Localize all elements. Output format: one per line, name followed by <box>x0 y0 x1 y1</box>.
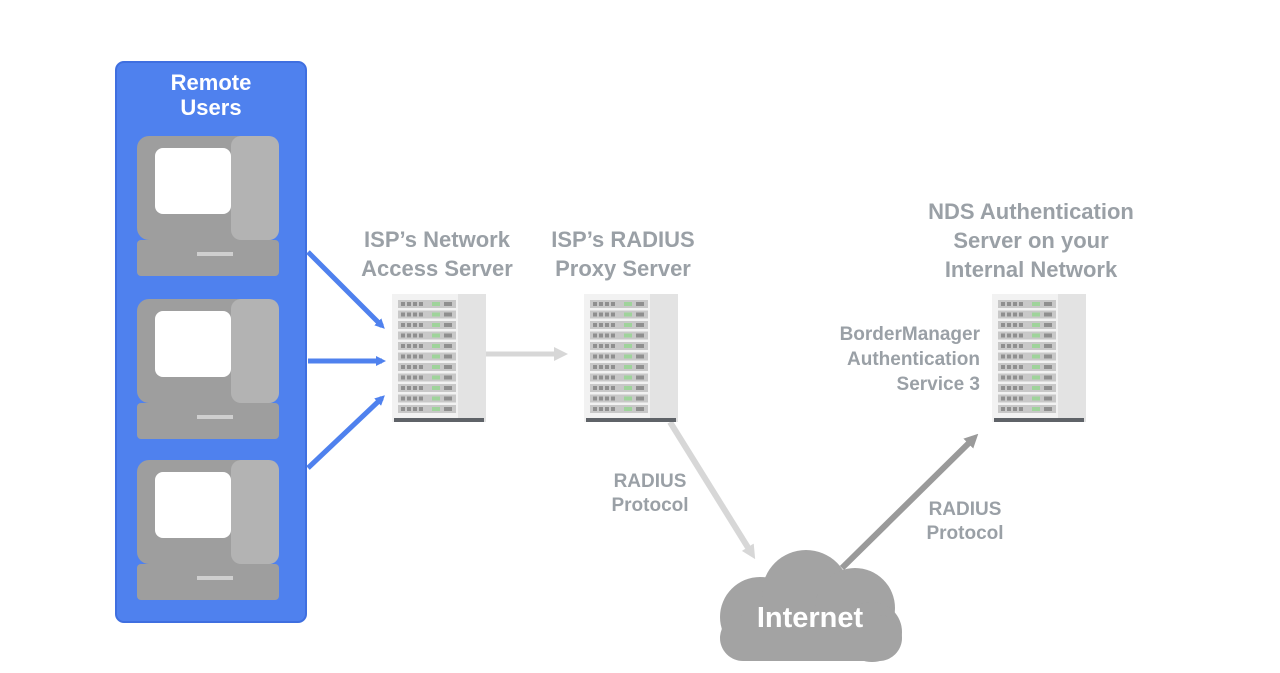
radius-protocol-label: RADIUS Protocol <box>926 499 1004 544</box>
nas-label: ISP’s Network Access Server <box>361 227 513 281</box>
proxy-label: ISP’s RADIUS Proxy Server <box>551 227 695 281</box>
internet-to-nds-arrow <box>839 433 979 571</box>
remote-users-title: Remote Users <box>170 70 252 120</box>
computer-icon <box>137 136 279 276</box>
cloud-icon <box>720 550 902 662</box>
computer-icon <box>137 460 279 600</box>
user-to-nas-arrow <box>306 250 385 329</box>
proxy-to-internet-arrow <box>667 420 756 560</box>
computer-icon <box>137 299 279 439</box>
server-rack-icon <box>992 294 1086 422</box>
server-rack-icon <box>584 294 678 422</box>
user-to-nas-arrow <box>306 395 385 470</box>
server-rack-icon <box>392 294 486 422</box>
internet-label: Internet <box>757 602 864 634</box>
radius-protocol-label: RADIUS Protocol <box>611 471 689 516</box>
bordermanager-service-label: BorderManager Authentication Service 3 <box>839 324 980 395</box>
nds-label: NDS Authentication Server on your Intern… <box>928 199 1134 282</box>
